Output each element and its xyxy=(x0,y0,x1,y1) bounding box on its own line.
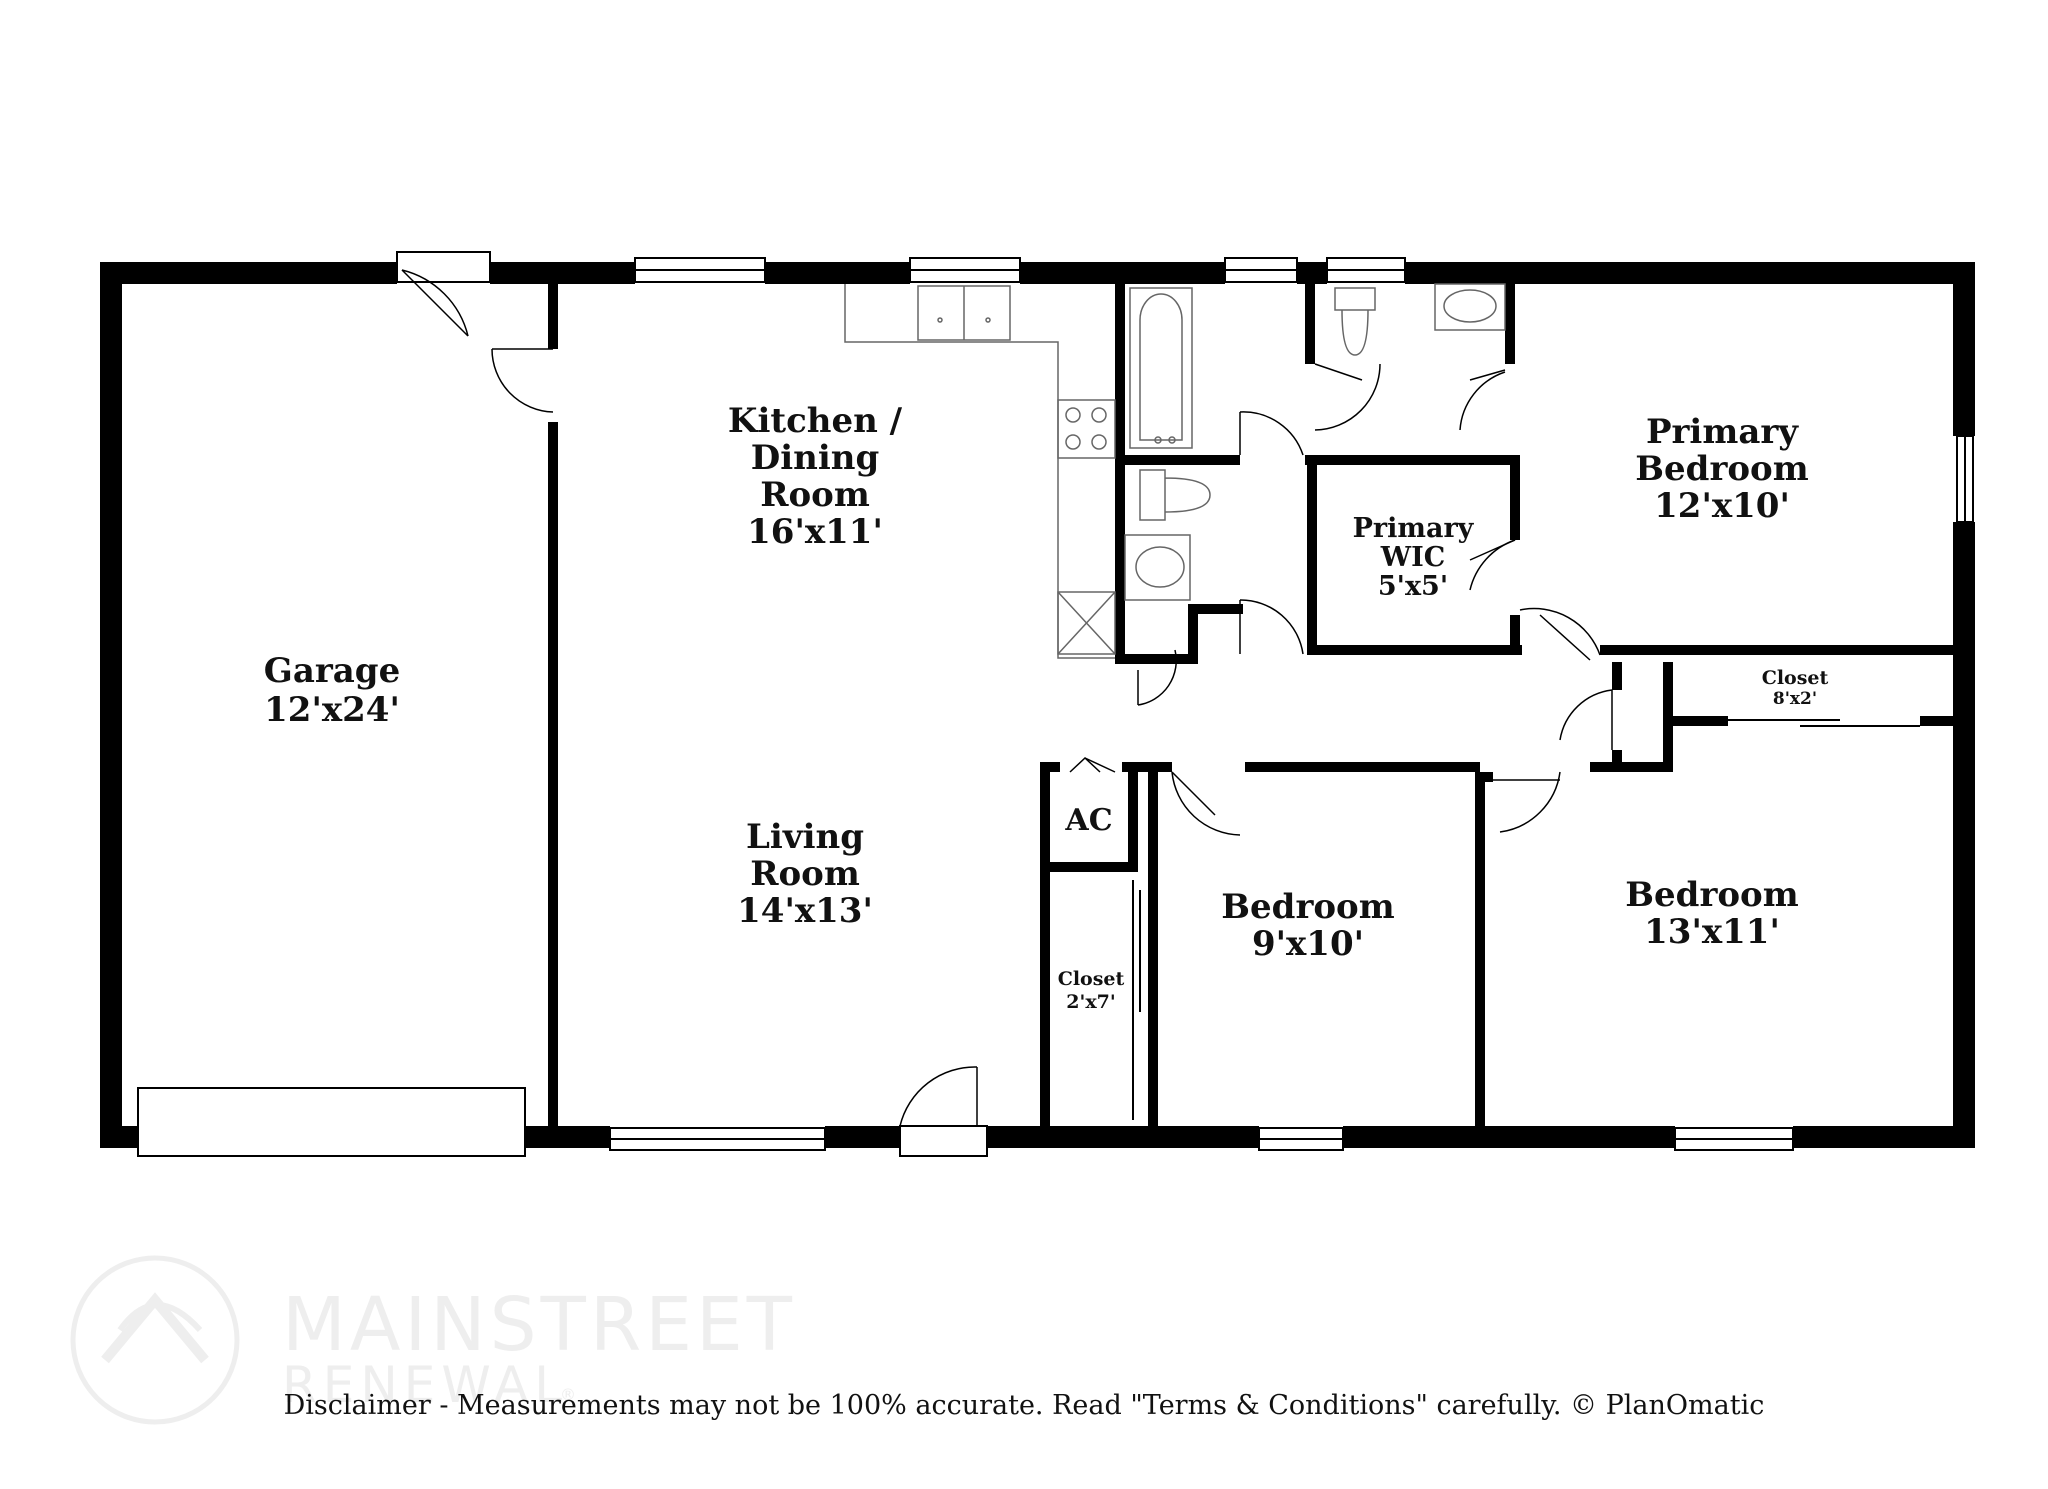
kitchen-name-1: Kitchen / xyxy=(728,401,903,441)
bedroom-right-name: Bedroom xyxy=(1625,875,1798,915)
vanity-sink-icon xyxy=(1124,534,1191,601)
kitchen-name-3: Room xyxy=(760,475,870,515)
primary-wic-name-2: WIC xyxy=(1380,542,1445,573)
watermark-line1: MAINSTREET xyxy=(282,1282,796,1368)
entry-step xyxy=(899,1125,988,1157)
pantry-icon xyxy=(1057,591,1116,655)
disclaimer-text: Disclaimer - Measurements may not be 100… xyxy=(283,1390,1765,1421)
garage-door xyxy=(137,1087,526,1157)
bedroom-right-dims: 13'x11' xyxy=(1644,912,1780,952)
room-labels: Garage 12'x24' Kitchen / Dining Room 16'… xyxy=(264,401,1829,1013)
exterior-walls xyxy=(100,262,1975,1148)
stove-icon xyxy=(1057,399,1116,459)
living-name-1: Living xyxy=(746,817,864,857)
bedroom-small-dims: 9'x10' xyxy=(1252,924,1364,964)
kitchen-dims: 16'x11' xyxy=(747,512,883,552)
toilet-icon xyxy=(1334,287,1376,356)
interior-walls xyxy=(548,284,1975,1126)
primary-bedroom-name-1: Primary xyxy=(1646,412,1799,452)
closet-hall-dims: 2'x7' xyxy=(1066,991,1115,1013)
vanity-sink-icon xyxy=(1434,283,1506,331)
doors xyxy=(401,269,1613,1127)
kitchen-name-2: Dining xyxy=(751,438,880,478)
watermark-line2: RENEWAL xyxy=(282,1356,568,1414)
sliding-doors xyxy=(1132,719,1920,1120)
side-door-step xyxy=(396,251,491,283)
primary-wic-name-1: Primary xyxy=(1353,513,1475,544)
closet-right-name: Closet xyxy=(1762,667,1829,689)
closet-right-dims: 8'x2' xyxy=(1773,689,1817,709)
bedroom-small-name: Bedroom xyxy=(1221,887,1394,927)
primary-bedroom-name-2: Bedroom xyxy=(1635,449,1808,489)
garage-dims: 12'x24' xyxy=(264,690,400,730)
kitchen-fixtures xyxy=(844,284,1116,659)
bath-fixtures xyxy=(1124,283,1506,601)
ac-label: AC xyxy=(1064,803,1112,838)
primary-wic-dims: 5'x5' xyxy=(1378,571,1448,602)
garage-name: Garage xyxy=(264,651,400,691)
closet-hall-name: Closet xyxy=(1058,968,1125,990)
watermark-logo xyxy=(70,1255,240,1425)
living-name-2: Room xyxy=(750,854,860,894)
bathtub-icon xyxy=(1129,287,1193,449)
windows xyxy=(137,251,1974,1157)
living-dims: 14'x13' xyxy=(737,891,873,931)
primary-bedroom-dims: 12'x10' xyxy=(1654,486,1790,526)
toilet-icon xyxy=(1139,469,1211,521)
watermark-mark: ® xyxy=(560,1385,576,1404)
